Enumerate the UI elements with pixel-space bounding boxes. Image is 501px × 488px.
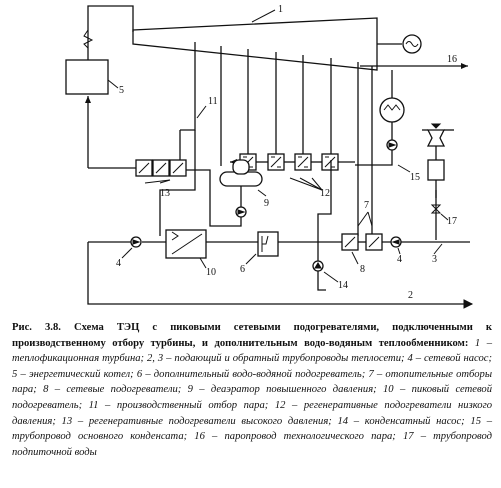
water-water-heater: [257, 231, 279, 257]
label-12: 12: [320, 188, 330, 199]
thermal-plant-schematic: 1 5 16 11 15: [65, 4, 474, 309]
label-14: 14: [338, 280, 348, 291]
label-11: 11: [208, 96, 218, 107]
caption-legend: 1 – теплофикационная турбина; 2, 3 – под…: [12, 337, 492, 458]
makeup-unit: [427, 159, 445, 181]
label-3: 3: [432, 254, 437, 265]
turbine: [132, 17, 378, 71]
main-condensate-line: [355, 150, 393, 166]
label-4a: 4: [116, 258, 121, 269]
label-13: 13: [160, 188, 170, 199]
label-6: 6: [240, 264, 245, 275]
label-16: 16: [447, 54, 457, 65]
supply-network-line: [87, 242, 472, 305]
label-5: 5: [119, 85, 124, 96]
figure-caption: Рис. 3.8. Схема ТЭЦ с пиковыми сетевыми …: [12, 320, 492, 460]
hp-heaters: [135, 159, 187, 177]
label-8: 8: [360, 264, 365, 275]
label-17: 17: [447, 216, 457, 227]
boiler: [65, 59, 109, 95]
label-10: 10: [206, 267, 216, 278]
label-9: 9: [264, 198, 269, 209]
label-4b: 4: [397, 254, 402, 265]
label-2: 2: [408, 290, 413, 301]
label-15: 15: [410, 172, 420, 183]
label-1: 1: [278, 4, 283, 15]
live-steam-line: [87, 5, 134, 60]
caption-title: Рис. 3.8. Схема ТЭЦ с пиковыми сетевыми …: [12, 322, 492, 349]
label-7: 7: [364, 200, 369, 211]
